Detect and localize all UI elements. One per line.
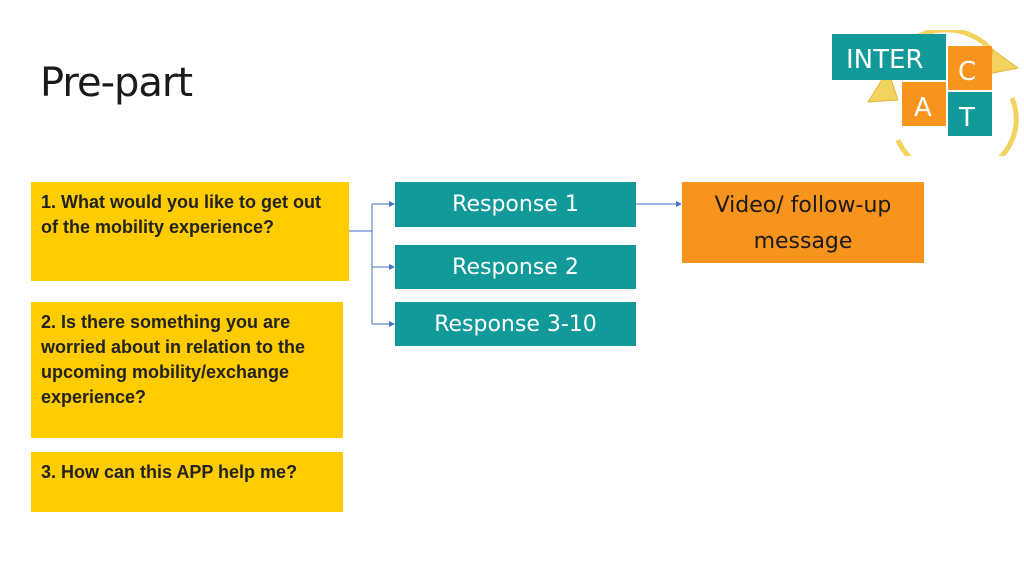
followup-box: Video/ follow-up message [682, 182, 924, 263]
logo-word: INTER [846, 45, 924, 75]
logo-letter-c: C [958, 57, 976, 87]
question-2-box: 2. Is there something you are worried ab… [31, 302, 343, 438]
interact-logo: INTER C A T [832, 30, 1020, 156]
page-title: Pre-part [40, 60, 193, 106]
response-1-box: Response 1 [395, 182, 636, 227]
response-2-box: Response 2 [395, 245, 636, 289]
question-1-box: 1. What would you like to get out of the… [31, 182, 349, 281]
logo-letter-a: A [914, 93, 932, 123]
logo-letter-t: T [958, 103, 975, 133]
response-3-10-box: Response 3-10 [395, 302, 636, 346]
question-3-box: 3. How can this APP help me? [31, 452, 343, 512]
